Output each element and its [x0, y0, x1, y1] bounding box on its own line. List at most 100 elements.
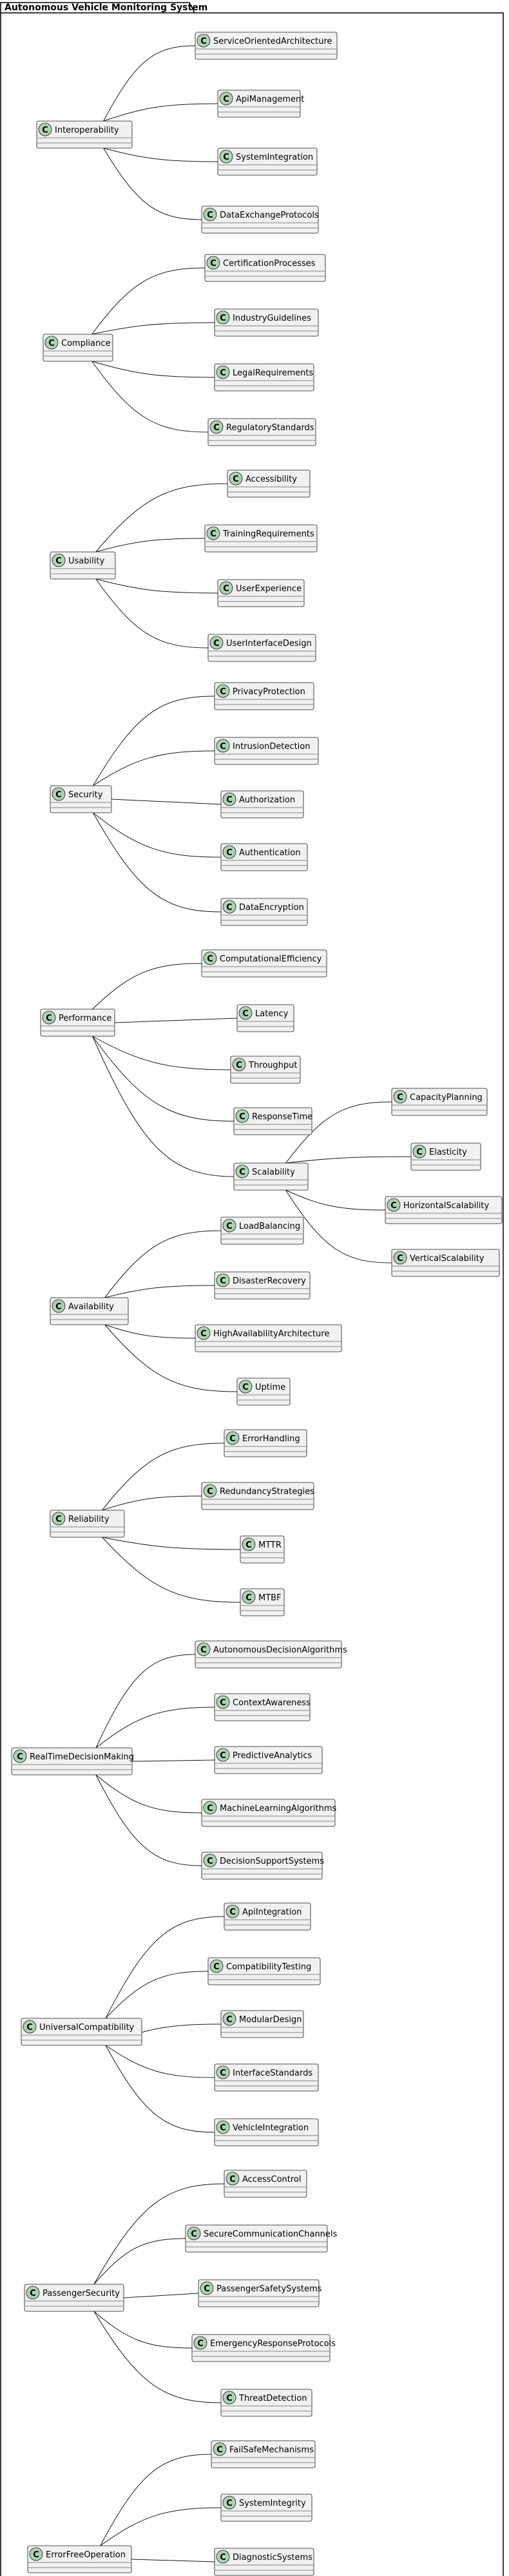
- association-edge: [95, 483, 228, 553]
- class-box: [195, 1640, 342, 1669]
- class-stereotype-icon: [219, 91, 233, 106]
- class-box: [217, 147, 318, 176]
- class-stereotype-letter: C: [223, 584, 229, 594]
- class-box: [50, 1510, 125, 1538]
- association-edge: [103, 45, 196, 122]
- class-stereotype-icon: [216, 739, 230, 753]
- class-name: Reliability: [68, 1515, 110, 1524]
- association-edge: [131, 2559, 215, 2562]
- class-stereotype-letter: C: [223, 95, 229, 104]
- class-stereotype-icon: [216, 2550, 230, 2564]
- class-box: [201, 205, 319, 234]
- class-name: IntrusionDetection: [233, 742, 311, 752]
- association-edge: [123, 2293, 199, 2298]
- association-edge: [111, 799, 222, 805]
- class-box: [224, 2170, 307, 2198]
- association-edge: [93, 2311, 222, 2403]
- class-stereotype-icon: [52, 1299, 66, 1313]
- class-box: [201, 1482, 314, 1510]
- class-name: ServiceOrientedArchitecture: [213, 37, 332, 46]
- class-name: CertificationProcesses: [223, 259, 316, 269]
- association-edge: [93, 750, 215, 786]
- association-edge: [102, 1495, 202, 1511]
- class-box: [191, 2334, 331, 2362]
- association-edge: [103, 147, 218, 162]
- association-edge: [100, 2507, 222, 2546]
- class-box: [201, 1852, 323, 1880]
- class-stereotype-icon: [44, 336, 59, 350]
- class-box: [43, 334, 113, 362]
- class-stereotype-icon: [206, 526, 220, 540]
- class-box: [40, 1009, 115, 1037]
- association-edge: [92, 1036, 231, 1070]
- class-stereotype-letter: C: [239, 1112, 245, 1122]
- class-name: FailSafeMechanisms: [229, 2445, 314, 2455]
- class-name: DecisionSupportSystems: [220, 1857, 324, 1866]
